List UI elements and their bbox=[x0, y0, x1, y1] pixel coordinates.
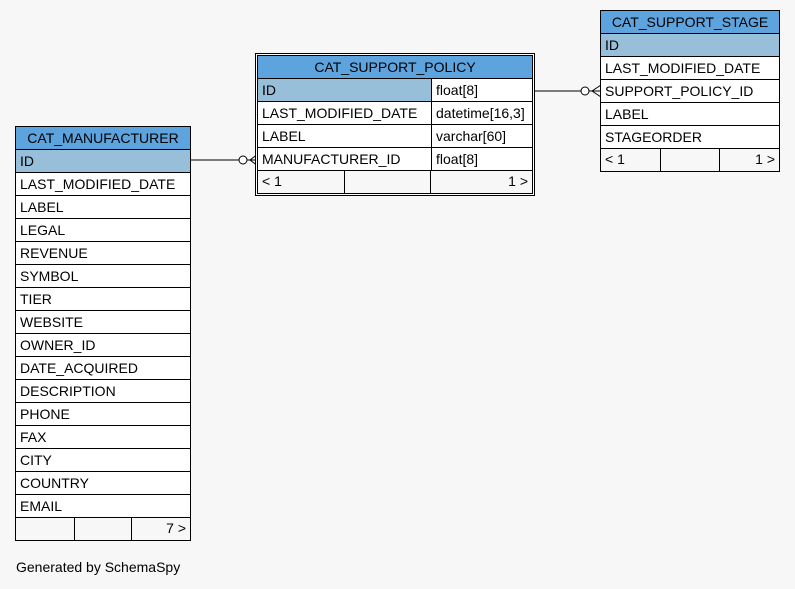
generator-credit: Generated by SchemaSpy bbox=[16, 559, 181, 575]
footer-children[interactable]: 1 > bbox=[508, 173, 528, 189]
column-row[interactable]: MANUFACTURER_ID float[8] bbox=[258, 148, 532, 171]
column-row[interactable]: ID bbox=[601, 34, 779, 57]
column-type: float[8] bbox=[431, 148, 532, 170]
column-row[interactable]: COUNTRY bbox=[16, 472, 190, 495]
column-name: EMAIL bbox=[20, 498, 63, 514]
table-footer: < 1 1 > bbox=[258, 171, 532, 193]
column-row[interactable]: LAST_MODIFIED_DATE bbox=[601, 57, 779, 80]
column-type: varchar[60] bbox=[431, 125, 532, 147]
column-row[interactable]: OWNER_ID bbox=[16, 334, 190, 357]
table-title[interactable]: CAT_MANUFACTURER bbox=[16, 127, 190, 150]
table-cat-manufacturer[interactable]: CAT_MANUFACTURER ID LAST_MODIFIED_DATE L… bbox=[15, 126, 191, 541]
column-row[interactable]: CITY bbox=[16, 449, 190, 472]
column-row[interactable]: REVENUE bbox=[16, 242, 190, 265]
column-row[interactable]: DESCRIPTION bbox=[16, 380, 190, 403]
table-cat-support-policy[interactable]: CAT_SUPPORT_POLICY ID float[8] LAST_MODI… bbox=[255, 53, 535, 196]
footer-spacer bbox=[661, 149, 720, 171]
column-name: TIER bbox=[20, 291, 52, 307]
column-row[interactable]: EMAIL bbox=[16, 495, 190, 518]
footer-children[interactable]: 1 > bbox=[755, 151, 775, 167]
column-name: LAST_MODIFIED_DATE bbox=[262, 105, 418, 121]
column-name: MANUFACTURER_ID bbox=[262, 151, 401, 167]
column-name: ID bbox=[601, 34, 779, 56]
table-footer: < 1 1 > bbox=[601, 149, 779, 171]
column-row[interactable]: LEGAL bbox=[16, 219, 190, 242]
column-row[interactable]: LAST_MODIFIED_DATE datetime[16,3] bbox=[258, 102, 532, 125]
column-name: FAX bbox=[20, 429, 47, 445]
column-name: SUPPORT_POLICY_ID bbox=[605, 83, 754, 99]
link-manufacturer-support-policy bbox=[190, 153, 259, 167]
column-row[interactable]: FAX bbox=[16, 426, 190, 449]
column-name: DATE_ACQUIRED bbox=[20, 360, 138, 376]
column-name: PHONE bbox=[20, 406, 70, 422]
footer-children[interactable]: 7 > bbox=[166, 520, 186, 536]
column-type: float[8] bbox=[431, 79, 532, 101]
column-row[interactable]: DATE_ACQUIRED bbox=[16, 357, 190, 380]
footer-parents[interactable] bbox=[16, 518, 75, 540]
column-row[interactable]: STAGEORDER bbox=[601, 126, 779, 149]
column-name: LAST_MODIFIED_DATE bbox=[20, 176, 176, 192]
column-row[interactable]: WEBSITE bbox=[16, 311, 190, 334]
column-row[interactable]: SYMBOL bbox=[16, 265, 190, 288]
column-name: WEBSITE bbox=[20, 314, 84, 330]
column-name: SYMBOL bbox=[20, 268, 79, 284]
column-row[interactable]: PHONE bbox=[16, 403, 190, 426]
column-name: LABEL bbox=[20, 199, 64, 215]
table-footer: 7 > bbox=[16, 518, 190, 540]
column-row[interactable]: ID bbox=[16, 150, 190, 173]
column-name: LABEL bbox=[605, 106, 649, 122]
column-name: STAGEORDER bbox=[605, 129, 702, 145]
column-name: ID bbox=[258, 79, 431, 101]
column-name: LABEL bbox=[262, 128, 306, 144]
link-support-policy-support-stage bbox=[533, 84, 602, 98]
footer-parents[interactable]: < 1 bbox=[258, 171, 345, 193]
column-row[interactable]: ID float[8] bbox=[258, 79, 532, 102]
footer-spacer bbox=[345, 171, 431, 193]
footer-parents[interactable]: < 1 bbox=[601, 149, 661, 171]
column-row[interactable]: LABEL bbox=[16, 196, 190, 219]
column-type: datetime[16,3] bbox=[431, 102, 532, 124]
column-row[interactable]: LABEL bbox=[601, 103, 779, 126]
column-name: LEGAL bbox=[20, 222, 66, 238]
column-row[interactable]: SUPPORT_POLICY_ID bbox=[601, 80, 779, 103]
column-name: REVENUE bbox=[20, 245, 88, 261]
table-title[interactable]: CAT_SUPPORT_STAGE bbox=[601, 11, 779, 34]
table-title[interactable]: CAT_SUPPORT_POLICY bbox=[258, 56, 532, 79]
column-row[interactable]: LAST_MODIFIED_DATE bbox=[16, 173, 190, 196]
column-row[interactable]: TIER bbox=[16, 288, 190, 311]
column-row[interactable]: LABEL varchar[60] bbox=[258, 125, 532, 148]
table-cat-support-stage[interactable]: CAT_SUPPORT_STAGE ID LAST_MODIFIED_DATE … bbox=[600, 10, 780, 172]
column-name: LAST_MODIFIED_DATE bbox=[605, 60, 761, 76]
column-name: COUNTRY bbox=[20, 475, 89, 491]
column-name: CITY bbox=[20, 452, 52, 468]
column-name: DESCRIPTION bbox=[20, 383, 116, 399]
footer-spacer bbox=[75, 518, 132, 540]
column-name: ID bbox=[16, 150, 190, 172]
column-name: OWNER_ID bbox=[20, 337, 96, 353]
